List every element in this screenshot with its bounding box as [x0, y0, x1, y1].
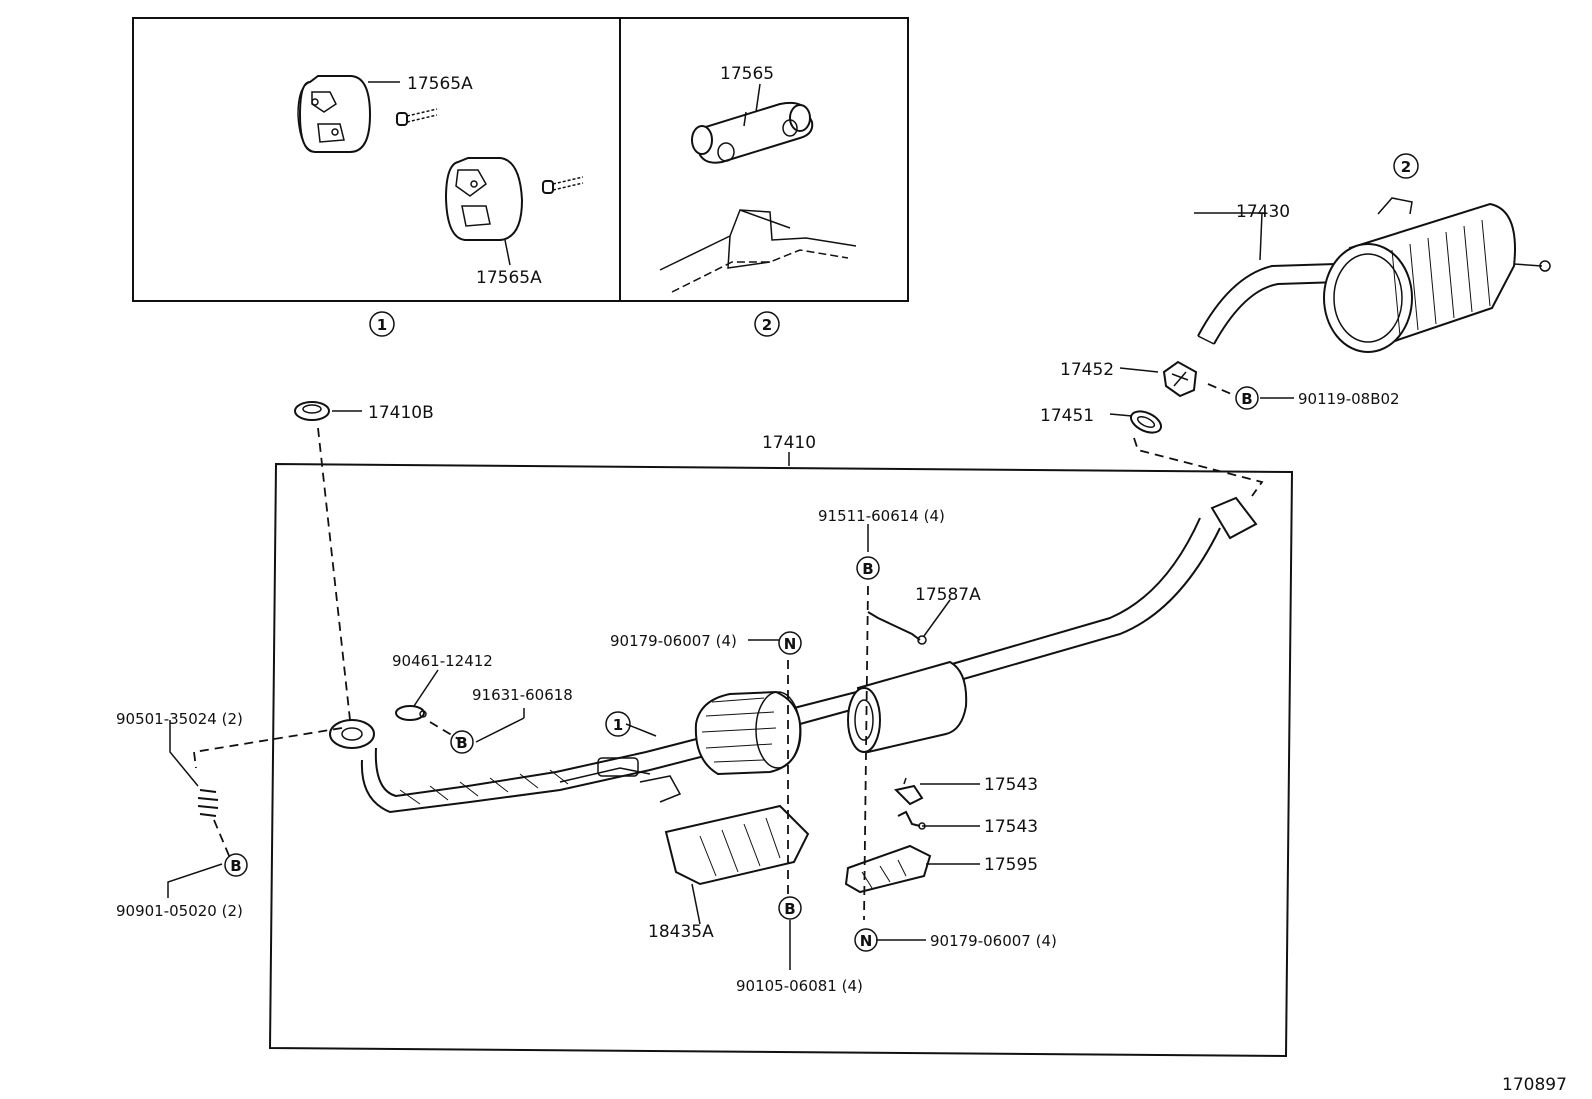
nut-marker-90179-bottom: N [854, 928, 878, 952]
bolt-marker-90105: B [778, 896, 802, 920]
spring-90501-drawing [197, 789, 219, 817]
label-17452: 17452 [1060, 360, 1114, 380]
label-17543-a: 17543 [984, 775, 1038, 795]
label-91511-60614: 91511-60614 (4) [818, 507, 945, 525]
inset-box-1 [132, 17, 621, 302]
tail-pipe-muffler-drawing [1197, 197, 1551, 353]
catalytic-converter-drawing [694, 690, 802, 776]
hanger-bracket-drawing [659, 101, 857, 293]
label-17565: 17565 [720, 64, 774, 84]
clamp-17587A-drawing [867, 611, 927, 645]
label-17410B: 17410B [368, 403, 434, 423]
svg-text:1: 1 [613, 716, 623, 734]
assembly-dashed-lines [192, 383, 1264, 921]
bolt-marker-90119: B [1235, 386, 1259, 410]
gasket-17410B-drawing [294, 401, 330, 421]
svg-text:B: B [1241, 390, 1252, 408]
center-muffler-drawing [847, 660, 968, 754]
rubber-hanger-bottom-drawing [444, 157, 524, 266]
bolt-marker-90901: B [224, 853, 248, 877]
label-90179-06007-bottom: 90179-06007 (4) [930, 932, 1057, 950]
heat-insulator-18435A-drawing [664, 804, 810, 886]
label-17543-b: 17543 [984, 817, 1038, 837]
label-90901-05020: 90901-05020 (2) [116, 902, 243, 920]
label-90501-35024: 90501-35024 (2) [116, 710, 243, 728]
inset-2-marker: 2 [754, 311, 780, 337]
rubber-hanger-top-drawing [297, 75, 400, 153]
heat-insulator-17595-drawing [844, 844, 932, 894]
label-18435A: 18435A [648, 922, 714, 942]
label-17595: 17595 [984, 855, 1038, 875]
gasket-17452-drawing [1162, 360, 1198, 398]
bolt-marker-91631: B [450, 730, 474, 754]
ref-2-marker-muffler: 2 [1393, 153, 1419, 179]
inset-1-marker: 1 [369, 311, 395, 337]
svg-text:2: 2 [762, 316, 772, 334]
label-90119-08B02: 90119-08B02 [1298, 390, 1400, 408]
label-17451: 17451 [1040, 406, 1094, 426]
svg-text:B: B [230, 857, 241, 875]
label-17430: 17430 [1236, 202, 1290, 222]
ring-17451-drawing [1130, 410, 1162, 434]
inset-box-2 [619, 17, 909, 302]
svg-text:B: B [456, 734, 467, 752]
svg-text:1: 1 [377, 316, 387, 334]
svg-text:B: B [862, 560, 873, 578]
nut-marker-90179-top: N [778, 631, 802, 655]
ref-1-marker-pipe: 1 [605, 711, 631, 737]
label-90105-06081: 90105-06081 (4) [736, 977, 863, 995]
label-91631-60618: 91631-60618 [472, 686, 573, 704]
label-90461-12412: 90461-12412 [392, 652, 493, 670]
bracket-17543-b-drawing [897, 810, 926, 830]
bolt-marker-91511: B [856, 556, 880, 580]
label-17565A-bottom: 17565A [476, 268, 542, 288]
label-17565A-top: 17565A [407, 74, 473, 94]
bracket-17543-a-drawing [894, 777, 924, 806]
label-17587A: 17587A [915, 585, 981, 605]
bolt-top-drawing [396, 108, 438, 126]
label-90179-06007-top: 90179-06007 (4) [610, 632, 737, 650]
svg-text:2: 2 [1401, 158, 1411, 176]
diagram-id: 170897 [1502, 1075, 1567, 1095]
svg-text:N: N [860, 932, 873, 950]
bolt-bottom-drawing [542, 176, 584, 194]
main-assembly-frame [268, 452, 1294, 1058]
svg-text:B: B [784, 900, 795, 918]
leader-lines [167, 83, 1294, 970]
svg-text:N: N [784, 635, 797, 653]
label-17410: 17410 [762, 433, 816, 453]
clamp-90461-drawing [395, 705, 427, 721]
